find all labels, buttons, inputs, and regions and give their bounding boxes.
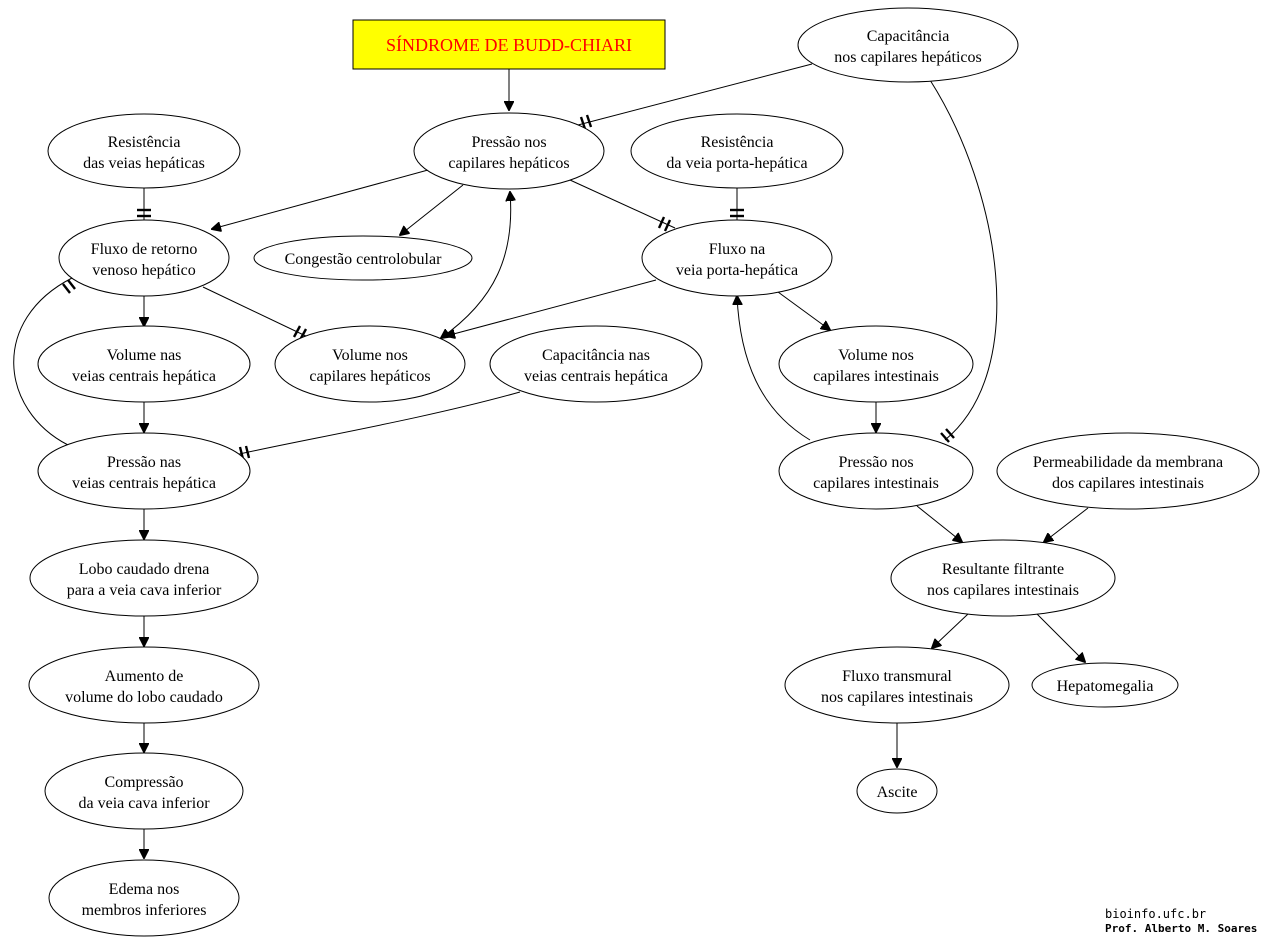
node-fluxo-ret-line1: Fluxo de retorno xyxy=(91,241,198,258)
node-cap-vch-line1: Capacitância nas xyxy=(542,347,650,364)
edge-cap-vch-inhibits-press-vch xyxy=(234,391,521,456)
inverse-mark-press-fluxo-vph xyxy=(657,216,672,232)
node-aumento: Aumento de volume do lobo caudado xyxy=(28,646,260,724)
node-edema-line1: Edema nos xyxy=(109,881,180,898)
node-hepatomeg-line1: Hepatomegalia xyxy=(1057,678,1154,695)
node-aumento-line1: Aumento de xyxy=(105,668,184,685)
node-res-vh-line2: das veias hepáticas xyxy=(83,155,205,172)
node-vol-vch-line2: veias centrais hepática xyxy=(72,368,216,385)
node-fluxo-vph-line1: Fluxo na xyxy=(709,241,765,258)
node-res-vh-line1: Resistência xyxy=(108,134,181,151)
node-press-cap-hep: Pressão nos capilares hepáticos xyxy=(413,112,605,190)
edge-press-cap-hep-inhibits-fluxo-vph xyxy=(569,179,676,229)
edge-fluxo-ret-inhibits-vol-cap-hep xyxy=(202,286,311,339)
node-vol-vch-line1: Volume nas xyxy=(107,347,182,364)
node-vol-cap-int: Volume nos capilares intestinais xyxy=(778,325,974,403)
node-congestao: Congestão centrolobular xyxy=(253,235,473,281)
node-result: Resultante filtrante nos capilares intes… xyxy=(890,539,1116,617)
inverse-mark-res-vh xyxy=(137,208,151,218)
edge-result-to-fluxo-trans xyxy=(932,613,969,648)
node-lobo-drena: Lobo caudado drena para a veia cava infe… xyxy=(29,539,259,617)
node-vol-cap-int-line2: capilares intestinais xyxy=(813,368,939,385)
node-res-vph: Resistência da veia porta-hepática xyxy=(630,113,844,189)
node-perm-line1: Permeabilidade da membrana xyxy=(1033,454,1223,471)
node-press-vch: Pressão nas veias centrais hepática xyxy=(37,432,251,510)
node-fluxo-vph: Fluxo na veia porta-hepática xyxy=(641,219,833,297)
node-congestao-line1: Congestão centrolobular xyxy=(285,251,443,268)
node-press-vch-line2: veias centrais hepática xyxy=(72,475,216,492)
node-vol-cap-int-line1: Volume nos xyxy=(838,347,914,364)
node-result-line1: Resultante filtrante xyxy=(942,561,1064,578)
node-press-vch-line1: Pressão nas xyxy=(107,454,181,471)
node-press-cap-hep-line1: Pressão nos xyxy=(471,134,546,151)
node-fluxo-ret-line2: venoso hepático xyxy=(92,262,196,279)
node-compressao-line2: da veia cava inferior xyxy=(78,795,210,812)
node-vol-cap-hep: Volume nos capilares hepáticos xyxy=(274,325,466,403)
node-lobo-drena-line2: para a veia cava inferior xyxy=(67,582,222,599)
nodes-layer: SÍNDROME DE BUDD-CHIARI Capacitância nos… xyxy=(28,7,1260,937)
node-vol-cap-hep-line1: Volume nos xyxy=(332,347,408,364)
credit-site: bioinfo.ufc.br xyxy=(1105,907,1206,921)
node-fluxo-trans-line1: Fluxo transmural xyxy=(842,668,952,685)
node-cap-hep-line1: Capacitância xyxy=(867,28,950,45)
edge-press-cap-int-to-result xyxy=(916,505,962,542)
node-fluxo-trans: Fluxo transmural nos capilares intestina… xyxy=(784,646,1010,724)
node-fluxo-trans-line2: nos capilares intestinais xyxy=(821,689,973,706)
edge-cap-hep-inhibits-press-cap-hep xyxy=(577,63,813,126)
edge-press-vch-inhibits-fluxo-ret xyxy=(13,277,73,446)
credits: bioinfo.ufc.br Prof. Alberto M. Soares xyxy=(1105,907,1257,935)
node-fluxo-vph-line2: veia porta-hepática xyxy=(676,262,798,279)
inverse-mark-press-vch-fluxo xyxy=(62,279,76,294)
node-cap-vch-line2: veias centrais hepática xyxy=(524,368,668,385)
node-ascite-line1: Ascite xyxy=(877,784,918,801)
node-ascite: Ascite xyxy=(856,768,938,814)
node-compressao-line1: Compressão xyxy=(104,774,183,791)
node-edema-line2: membros inferiores xyxy=(82,902,207,919)
edge-fluxo-vph-to-vol-cap-hep xyxy=(446,279,657,336)
title-text: SÍNDROME DE BUDD-CHIARI xyxy=(386,34,632,55)
edge-press-cap-int-to-fluxo-vph xyxy=(737,296,811,441)
edge-vol-cap-hep-press-cap-hep xyxy=(441,192,511,338)
node-perm: Permeabilidade da membrana dos capilares… xyxy=(996,432,1260,510)
inverse-mark-res-vph xyxy=(730,208,744,218)
node-press-cap-hep-line2: capilares hepáticos xyxy=(448,155,569,172)
node-cap-hep: Capacitância nos capilares hepáticos xyxy=(797,7,1019,83)
edge-perm-to-result xyxy=(1044,507,1089,542)
edge-result-to-hepatomeg xyxy=(1035,612,1085,662)
node-res-vph-line2: da veia porta-hepática xyxy=(666,155,807,172)
node-hepatomeg: Hepatomegalia xyxy=(1031,662,1179,708)
edge-cap-hep-inhibits-press-cap-int xyxy=(929,79,998,441)
edge-press-cap-hep-to-congestao xyxy=(400,184,464,235)
node-result-line2: nos capilares intestinais xyxy=(927,582,1079,599)
node-vol-cap-hep-line2: capilares hepáticos xyxy=(309,368,430,385)
inverse-mark-cap-hep-press-int xyxy=(940,428,955,443)
node-edema: Edema nos membros inferiores xyxy=(48,859,240,937)
node-aumento-line2: volume do lobo caudado xyxy=(65,689,223,706)
node-res-vph-line1: Resistência xyxy=(701,134,774,151)
node-cap-hep-line2: nos capilares hepáticos xyxy=(834,49,982,66)
credit-author: Prof. Alberto M. Soares xyxy=(1105,922,1257,935)
inverse-mark-cap-hep-press xyxy=(579,114,593,130)
node-press-cap-int: Pressão nos capilares intestinais xyxy=(778,432,974,510)
edge-fluxo-vph-to-vol-cap-int xyxy=(777,291,830,330)
edges-layer xyxy=(13,63,1089,858)
node-press-cap-int-line1: Pressão nos xyxy=(838,454,913,471)
node-perm-line2: dos capilares intestinais xyxy=(1052,475,1204,492)
edge-press-cap-hep-to-fluxo-ret xyxy=(212,169,429,229)
node-lobo-drena-line1: Lobo caudado drena xyxy=(79,561,210,578)
node-compressao: Compressão da veia cava inferior xyxy=(44,752,244,830)
node-vol-vch: Volume nas veias centrais hepática xyxy=(37,325,251,403)
node-res-vh: Resistência das veias hepáticas xyxy=(47,113,241,189)
node-fluxo-ret: Fluxo de retorno venoso hepático xyxy=(58,219,230,297)
node-press-cap-int-line2: capilares intestinais xyxy=(813,475,939,492)
title-node: SÍNDROME DE BUDD-CHIARI xyxy=(352,19,666,70)
node-cap-vch: Capacitância nas veias centrais hepática xyxy=(489,325,703,403)
